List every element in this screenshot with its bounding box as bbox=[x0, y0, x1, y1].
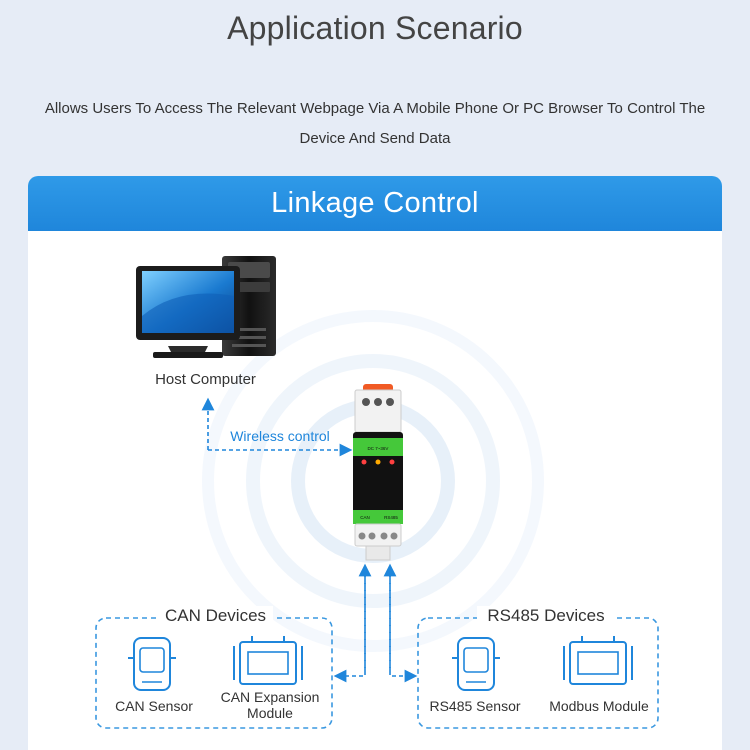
rs485-bus-connector bbox=[383, 563, 418, 683]
rs485-sensor-label: RS485 Sensor bbox=[429, 698, 521, 714]
wireless-control-label: Wireless control bbox=[230, 428, 330, 444]
can-sensor-icon bbox=[128, 637, 176, 691]
page-description: Allows Users To Access The Relevant Webp… bbox=[44, 100, 706, 147]
host-computer-label: Host Computer bbox=[155, 371, 256, 388]
can-expansion-module-icon bbox=[233, 636, 303, 685]
linkage-control-card: Linkage Control bbox=[28, 176, 722, 750]
can-expansion-module-label: CAN Expansion Module bbox=[220, 689, 320, 721]
modbus-module-icon bbox=[563, 636, 633, 685]
can-sensor-label: CAN Sensor bbox=[115, 698, 193, 714]
device-rs485-port-label: RS485 bbox=[384, 515, 398, 520]
host-computer-icon bbox=[136, 256, 276, 358]
can-bus-connector bbox=[333, 563, 372, 683]
device-dc-label: DC 7~36V bbox=[368, 446, 389, 451]
device-can-port-label: CAN bbox=[360, 515, 370, 520]
rs485-sensor-icon bbox=[452, 637, 500, 691]
page-title: Application Scenario bbox=[227, 10, 523, 46]
modbus-module-label: Modbus Module bbox=[549, 698, 649, 714]
can-devices-title: CAN Devices bbox=[158, 606, 273, 626]
din-rail-device-icon: DC 7~36V CAN RS485 bbox=[353, 384, 403, 561]
wireless-connector bbox=[201, 397, 353, 457]
wireless-signal-rings bbox=[202, 310, 544, 652]
rs485-devices-title: RS485 Devices bbox=[477, 606, 615, 626]
card-header: Linkage Control bbox=[28, 176, 722, 231]
linkage-diagram: DC 7~36V CAN RS485 bbox=[95, 256, 659, 729]
